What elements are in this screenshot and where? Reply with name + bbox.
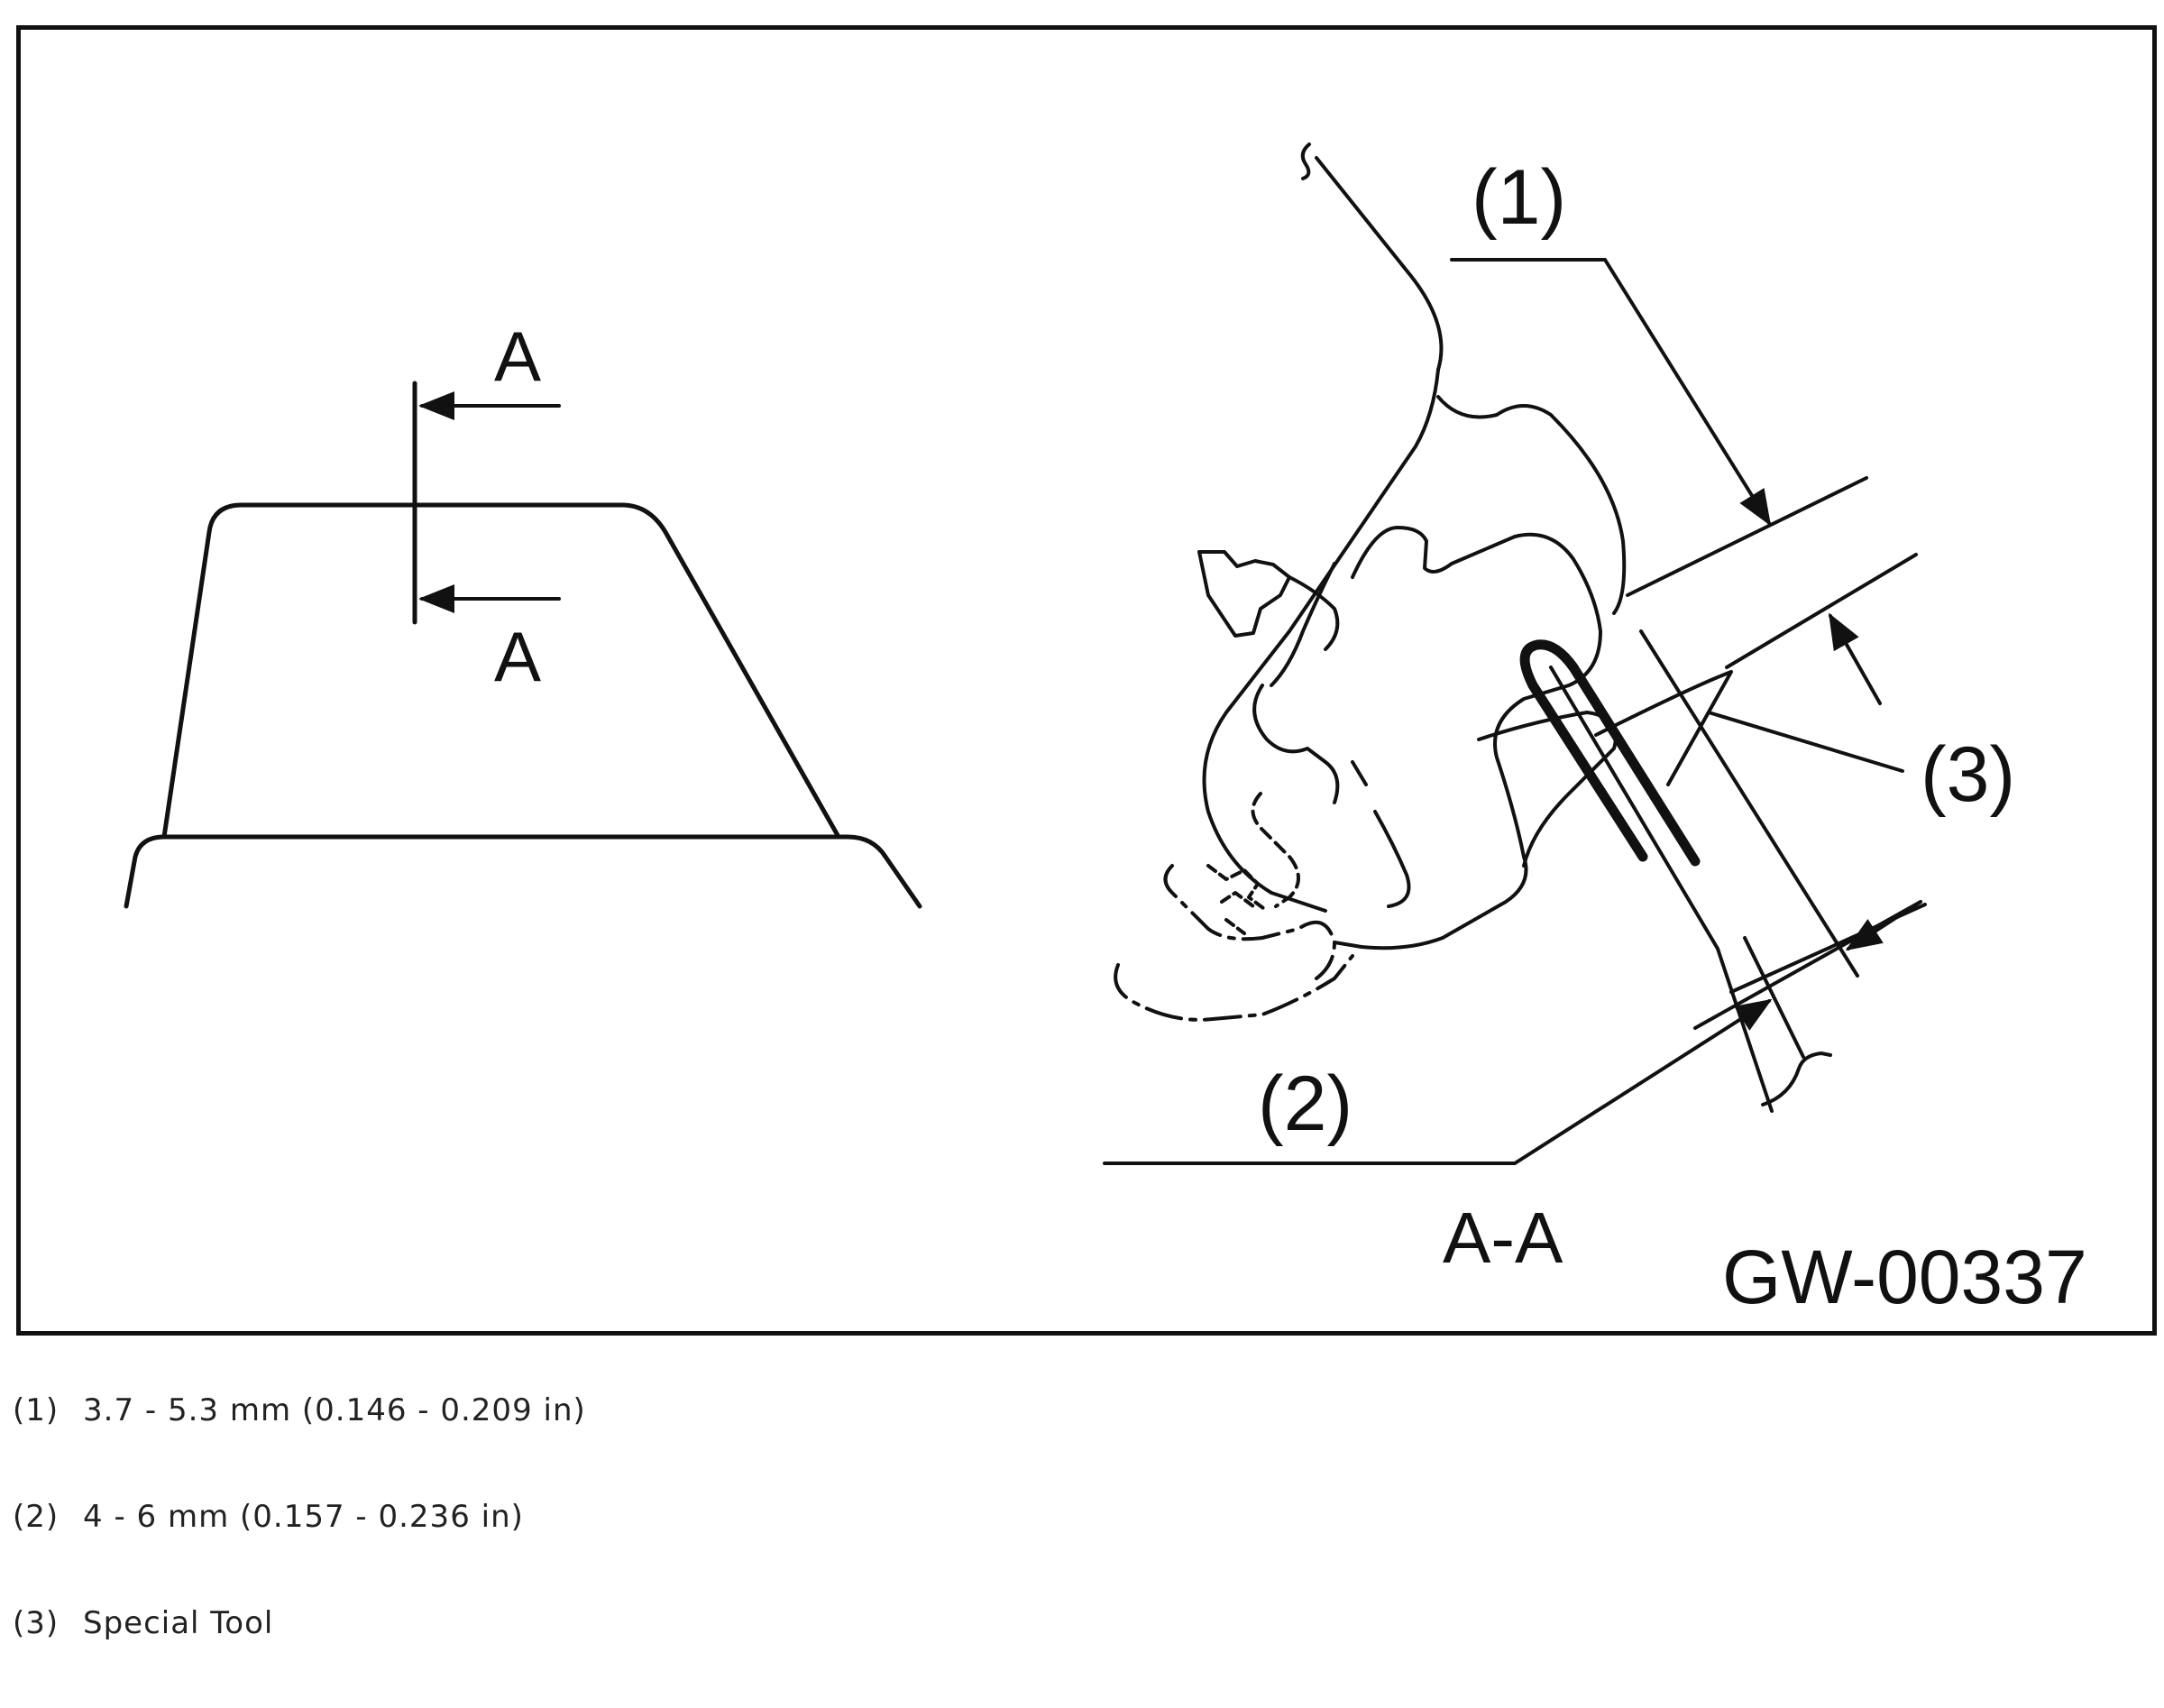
overview-base bbox=[124, 834, 922, 909]
molding-pocket-2 bbox=[1252, 684, 1340, 804]
dim2-arrow-2 bbox=[1845, 900, 1922, 951]
dimension-lines bbox=[1103, 258, 1927, 1165]
legend-item: (1) 3.7 - 5.3 mm (0.146 - 0.209 in) bbox=[13, 1389, 2150, 1495]
tool-end bbox=[1761, 1051, 1832, 1107]
tool-shaft-lower-right bbox=[1743, 936, 1805, 1059]
callout-2: (2) bbox=[1258, 1061, 1352, 1147]
panel-edge bbox=[1300, 142, 1444, 372]
overview-view bbox=[124, 381, 922, 909]
legend-item: (2) 4 - 6 mm (0.157 - 0.236 in) bbox=[13, 1495, 2150, 1602]
clip-body bbox=[1197, 550, 1291, 638]
dim1-arrow-2 bbox=[1829, 612, 1882, 705]
figure-frame bbox=[16, 25, 2157, 1336]
tool-blade bbox=[1594, 670, 1733, 786]
section-mark-bottom: A bbox=[494, 617, 541, 696]
retainer-lower bbox=[1163, 864, 1336, 980]
molding-inner bbox=[1333, 526, 1602, 950]
molding-slot bbox=[1270, 562, 1336, 687]
overview-trapezoid bbox=[161, 502, 841, 840]
dim1-ext-b bbox=[1725, 553, 1918, 669]
retainer-outer bbox=[1114, 954, 1354, 1022]
dim3-leader bbox=[1707, 711, 1904, 773]
dim2-leader bbox=[1103, 998, 1773, 1165]
legend-text: Special Tool bbox=[83, 1605, 274, 1641]
clip-stem bbox=[1288, 575, 1340, 651]
legend-item: (3) Special Tool bbox=[13, 1602, 2150, 1708]
legend-number: (1) bbox=[13, 1392, 60, 1428]
figure-id: GW-00337 bbox=[1722, 1235, 2087, 1319]
dim1-ext-a bbox=[1626, 476, 1868, 597]
tool-shaft-right bbox=[1639, 629, 1859, 978]
legend-number: (2) bbox=[13, 1499, 60, 1535]
callout-3: (3) bbox=[1921, 731, 2015, 818]
tool-hook bbox=[1519, 639, 1701, 867]
legend: (1) 3.7 - 5.3 mm (0.146 - 0.209 in) (2) 4 … bbox=[13, 1389, 2150, 1708]
section-mark-top: A bbox=[494, 317, 541, 396]
section-view-label: A-A bbox=[1443, 1198, 1563, 1278]
legend-number: (3) bbox=[13, 1605, 60, 1641]
molding-step bbox=[1351, 760, 1411, 908]
legend-text: 3.7 - 5.3 mm (0.146 - 0.209 in) bbox=[83, 1392, 586, 1428]
dim1-leader bbox=[1450, 258, 1772, 527]
legend-text: 4 - 6 mm (0.157 - 0.236 in) bbox=[83, 1499, 524, 1535]
retainer-dashed bbox=[1251, 792, 1300, 908]
callout-1: (1) bbox=[1472, 154, 1566, 241]
technical-diagram: A A bbox=[124, 142, 2087, 1319]
tool-shaft-left bbox=[1549, 666, 1719, 950]
molding-outer bbox=[1202, 368, 1440, 913]
section-view bbox=[1114, 142, 1859, 1113]
molding-lip bbox=[1436, 395, 1627, 615]
retainer-tabs bbox=[1206, 864, 1269, 935]
